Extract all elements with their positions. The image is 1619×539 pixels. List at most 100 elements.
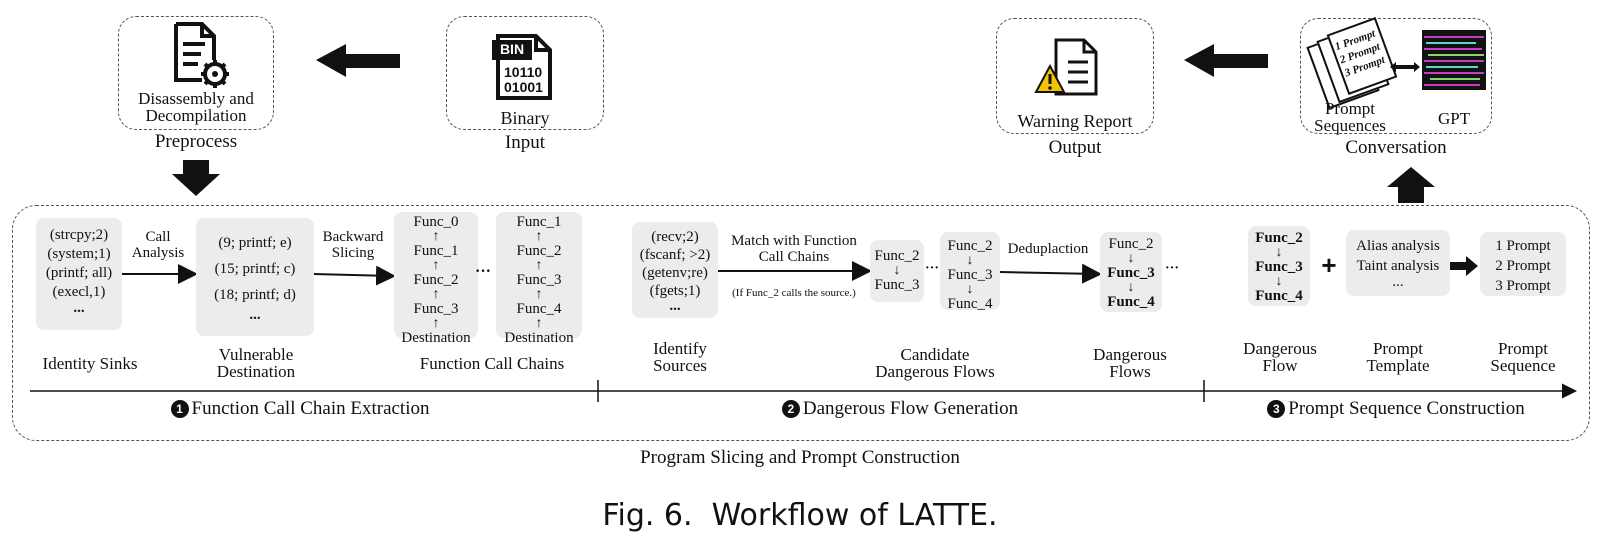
chain-1: Func_0 ↑ Func_1 ↑ Func_2 ↑ Func_3 ↑ Dest…: [394, 214, 478, 347]
backward-slicing-label-1: Backward: [322, 229, 384, 245]
prompt-sequences-label-2: Sequences: [1314, 116, 1386, 135]
sequence-list: 1 Prompt 2 Prompt 3 Prompt: [1480, 236, 1566, 296]
sources-list: (recv;2) (fscanf; >2) (getenv;re) (fgets…: [626, 228, 724, 314]
gpt-image: [1422, 30, 1486, 90]
up-arrow-conversation: [1387, 167, 1435, 203]
conversation-box: [1300, 18, 1492, 134]
sink-item: (execl,1): [52, 284, 106, 300]
vuln-item: ...: [249, 307, 261, 323]
flow-node: Func_3: [874, 277, 920, 294]
sequence-item: 3 Prompt: [1495, 278, 1551, 294]
sequence-label-2: Sequence: [1490, 356, 1556, 375]
input-box-label: Binary: [500, 108, 550, 128]
big-left-arrow-input: [316, 44, 400, 77]
s3-flow: Func_2 ↓ Func_3 ↓ Func_4: [1246, 230, 1312, 305]
chain-1-panel: [394, 212, 478, 338]
output-box: [996, 18, 1154, 134]
template-to-seq-arrow: [1450, 256, 1478, 276]
chains-label: Function Call Chains: [419, 354, 565, 373]
sources-panel: [632, 222, 718, 318]
candidate-flow-1-panel: [870, 240, 924, 302]
chain-node: Func_2: [516, 243, 562, 260]
vulnerable-label-2: Destination: [216, 362, 296, 381]
stage2-title-text: Dangerous Flow Generation: [802, 398, 1019, 419]
bin-tag: BIN: [499, 41, 525, 57]
source-item: (recv;2): [651, 229, 699, 245]
stage3-number-badge: 3: [1267, 400, 1286, 418]
prompt-sequences-label-1: Prompt: [1324, 99, 1376, 118]
preprocess-caption: Preprocess: [154, 131, 238, 152]
flow-node: Func_2: [874, 248, 920, 264]
call-analysis-label-1: Call: [145, 229, 171, 245]
chain-node: Func_1: [413, 243, 459, 260]
conversation-caption: Conversation: [1345, 137, 1447, 158]
chain-node: Destination: [401, 330, 471, 347]
candidate-flow-2: Func_2 ↓ Func_3 ↓ Func_4: [938, 238, 1002, 313]
chain-node: Func_1: [516, 214, 562, 230]
s3-flow-label-2: Flow: [1262, 356, 1298, 375]
pipeline-label: Program Slicing and Prompt Construction: [640, 447, 960, 468]
figure-caption: Fig. 6. Workflow of LATTE.: [602, 498, 998, 533]
sinks-panel: [36, 218, 122, 330]
stage1-number-badge: 1: [170, 400, 189, 418]
down-arrow-preprocess: [172, 160, 220, 196]
template-label-1: Prompt: [1372, 339, 1424, 358]
vulnerable-panel: [196, 218, 314, 336]
sinks-list: (strcpy;2) (system;1) (printf; all) (exe…: [36, 226, 122, 316]
sink-item: (printf; all): [45, 265, 113, 281]
binary-file-icon: BIN 10110 01001: [492, 28, 556, 102]
source-item: ...: [669, 298, 681, 314]
output-caption: Output: [1048, 137, 1102, 158]
input-caption: Input: [504, 132, 546, 153]
chain-node: Destination: [504, 330, 574, 347]
dedup-arrow: [999, 263, 1102, 284]
flow-node: Func_3: [1255, 259, 1303, 276]
vuln-item: (18; printf; d): [214, 287, 296, 303]
vuln-item: (15; printf; c): [214, 261, 296, 277]
stage3-title-text: Prompt Sequence Construction: [1288, 398, 1525, 419]
document-gear-icon: [168, 20, 232, 88]
flow-node: Func_2: [1108, 236, 1154, 252]
source-item: (getenv;re): [642, 265, 708, 281]
chain-node: Func_4: [516, 301, 562, 318]
warning-report-icon: [1034, 36, 1106, 96]
sinks-label: Identity Sinks: [42, 354, 138, 373]
gpt-label: GPT: [1437, 109, 1471, 128]
sources-label-1: Identify: [653, 339, 707, 358]
preprocess-box: [118, 16, 274, 130]
chain-node: Func_0: [413, 214, 459, 230]
bits-line-2: 01001: [504, 79, 543, 95]
chain-ellipsis: ···: [474, 263, 491, 280]
s3-flow-panel: [1248, 226, 1310, 306]
template-item: ...: [1392, 274, 1404, 290]
chain-node: Func_2: [413, 272, 459, 289]
flow-node: Func_2: [947, 238, 993, 254]
flow-node: Func_2: [1255, 230, 1303, 246]
flow-node: Func_4: [947, 296, 993, 313]
chain-2: Func_1 ↑ Func_2 ↑ Func_3 ↑ Func_4 ↑ Dest…: [496, 214, 582, 347]
plus-icon: +: [1321, 250, 1337, 280]
dangerous-ellipsis: ···: [1164, 261, 1179, 276]
sink-item: (system;1): [47, 246, 111, 262]
chain-node: Func_3: [516, 272, 562, 289]
preprocess-box-label-2: Decompilation: [145, 106, 247, 125]
match-label-1: Match with Function: [731, 233, 857, 249]
flow-node: Func_4: [1107, 294, 1155, 311]
source-item: (fscanf; >2): [639, 247, 711, 263]
double-arrow-icon: [1390, 62, 1420, 72]
source-item: (fgets;1): [649, 283, 701, 299]
prompt-papers-icon: 1 Prompt 2 Prompt 3 Prompt: [1306, 17, 1398, 110]
template-item: Taint analysis: [1356, 258, 1440, 274]
s3-flow-label-1: Dangerous: [1243, 339, 1317, 358]
dangerous-label-1: Dangerous: [1093, 345, 1167, 364]
dangerous-flow-panel: [1100, 232, 1162, 312]
bits-line-1: 10110: [504, 64, 543, 80]
chain-node: Func_3: [413, 301, 459, 318]
candidate-label-1: Candidate: [900, 345, 970, 364]
dedup-label: Deduplaction: [1007, 241, 1089, 257]
output-box-label: Warning Report: [1017, 111, 1133, 131]
candidate-ellipsis: ···: [924, 261, 939, 276]
candidate-flow-2-panel: [940, 232, 1000, 310]
